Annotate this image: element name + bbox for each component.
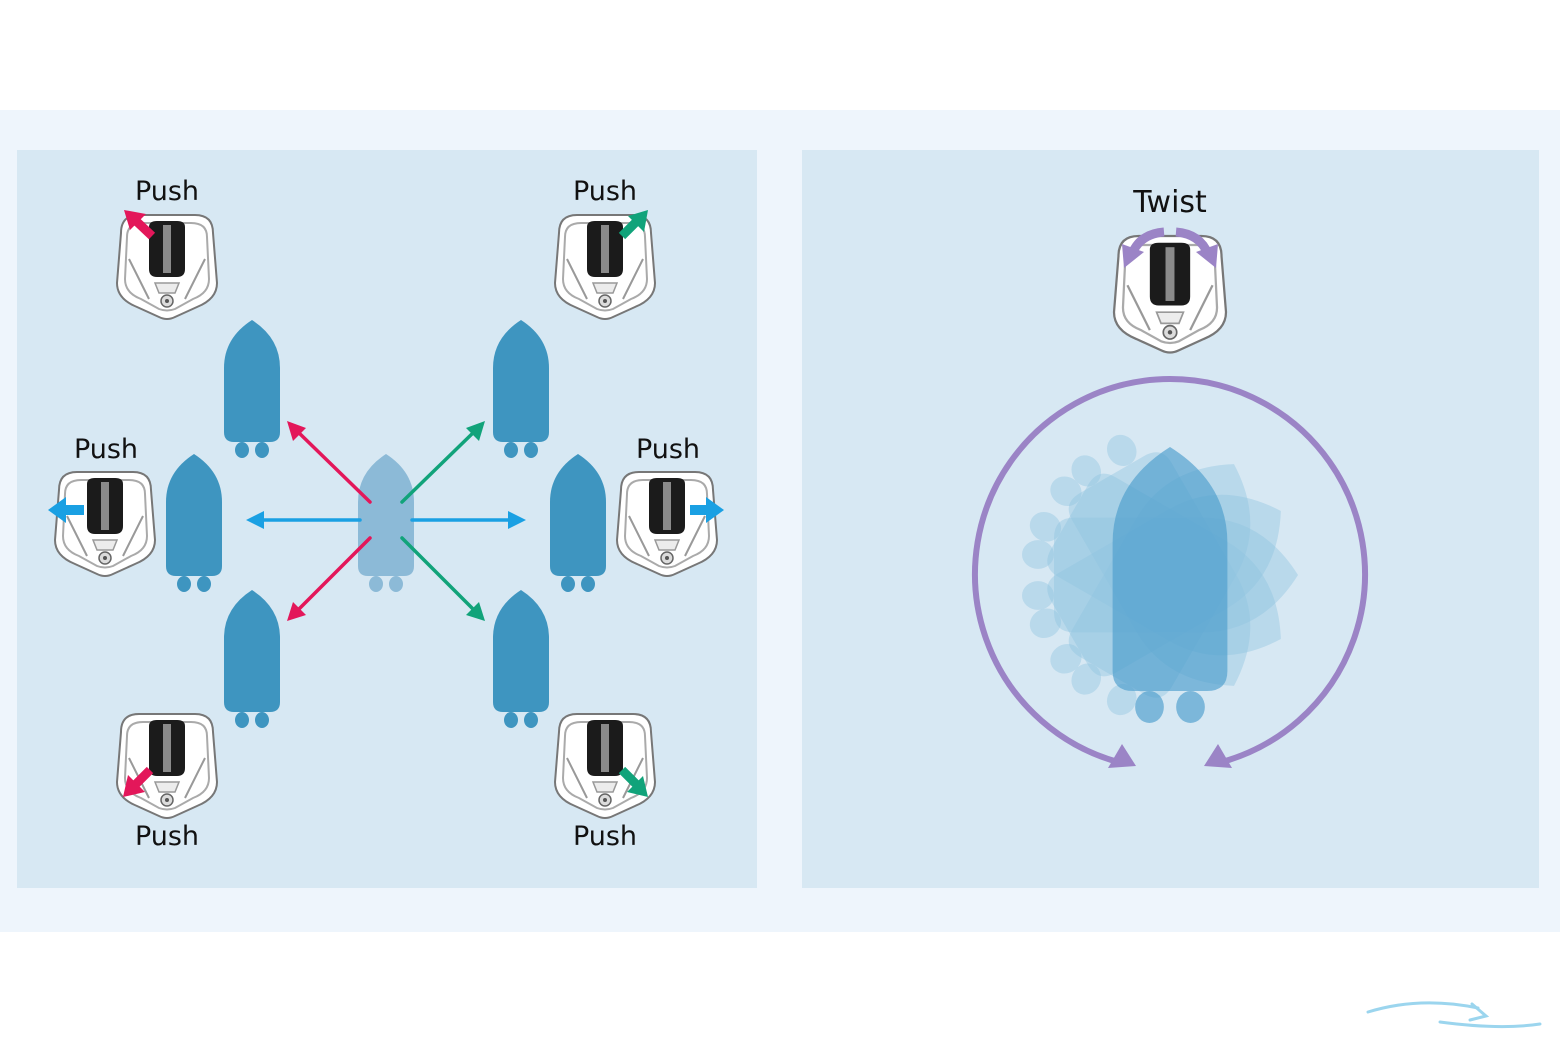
- arrow-down-left: [294, 536, 372, 614]
- center-boat-icon: [358, 454, 414, 592]
- push-label-top-right: Push: [573, 176, 637, 207]
- joystick-icon: [554, 214, 656, 320]
- watermark-logo-icon: [1366, 1001, 1542, 1029]
- boat-icon: [493, 590, 549, 728]
- boat-icon: [224, 320, 280, 458]
- boat-icon: [166, 454, 222, 592]
- push-label-left: Push: [74, 434, 138, 465]
- joystick-icon: [116, 214, 218, 320]
- joystick-icon: [54, 471, 156, 577]
- joystick-icon: [554, 713, 656, 819]
- ring-arrowhead-left: [1108, 744, 1136, 768]
- twist-label: Twist: [1132, 185, 1207, 220]
- push-arrow-icon: [48, 210, 724, 797]
- push-label-bottom-right: Push: [573, 821, 637, 852]
- main-boat-icon: [1112, 447, 1228, 723]
- arrow-down-right: [400, 536, 478, 614]
- rotation-ring: [972, 376, 1368, 765]
- ring-arrowhead-right: [1204, 744, 1232, 768]
- joystick-icon: [116, 713, 218, 819]
- push-label-right: Push: [636, 434, 700, 465]
- boat-icon: [224, 590, 280, 728]
- joystick-icon: [616, 471, 718, 577]
- push-label-top-left: Push: [135, 176, 199, 207]
- arrow-up-right: [400, 428, 478, 504]
- push-label-bottom-left: Push: [135, 821, 199, 852]
- arrow-up-left: [294, 428, 372, 504]
- boat-icon: [550, 454, 606, 592]
- boat-icon: [493, 320, 549, 458]
